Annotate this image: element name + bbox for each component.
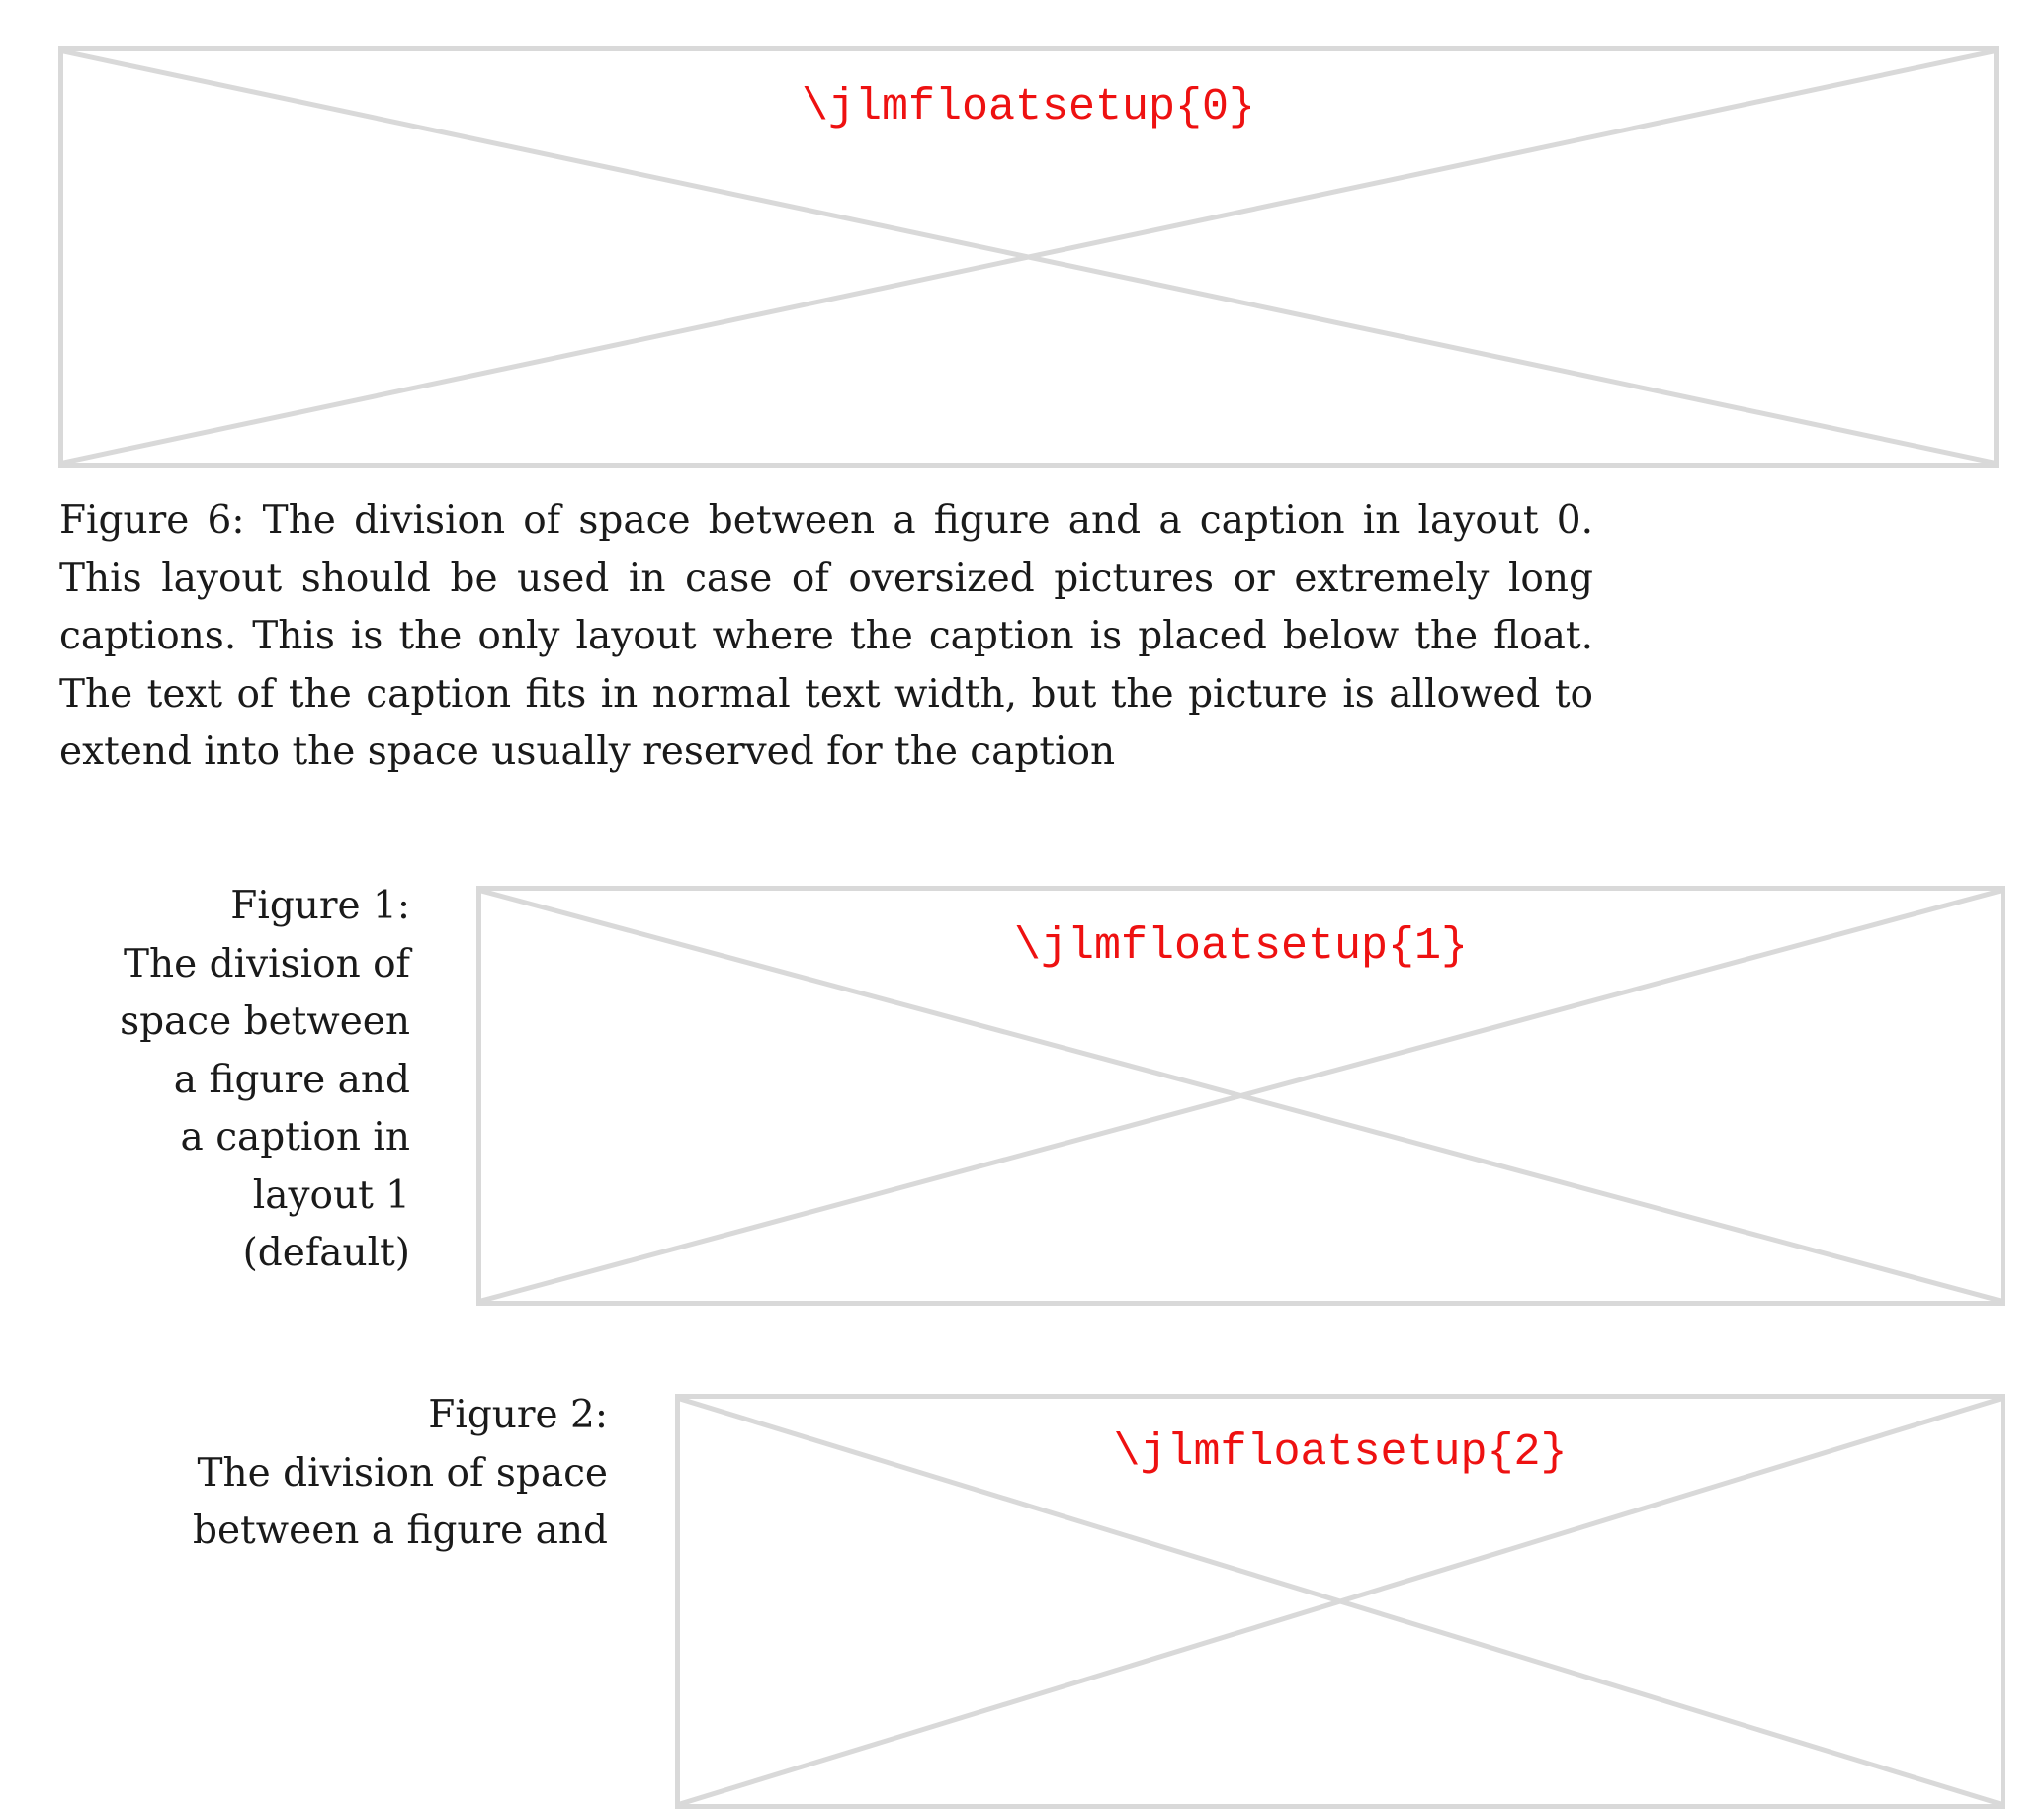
figure-2-placeholder: \jlmfloatsetup{2} [675, 1394, 2005, 1809]
figure-2-caption-line: between a figure and [193, 1508, 608, 1553]
figure-0-label: \jlmfloatsetup{0} [801, 82, 1256, 132]
figure-1-caption-line: layout 1 [252, 1172, 410, 1218]
figure-2-caption-line: The division of space [197, 1450, 609, 1496]
figure-0-placeholder: \jlmfloatsetup{0} [58, 46, 1999, 468]
figure-1-placeholder: \jlmfloatsetup{1} [476, 886, 2005, 1306]
figure-0-caption: Figure 6: The division of space between … [59, 498, 1593, 774]
figure-1-caption-line: a figure and [173, 1057, 410, 1102]
placeholder-cross-icon [481, 891, 2001, 1301]
figure-1-caption-line: space between [120, 999, 410, 1044]
figure-1-label: \jlmfloatsetup{1} [1013, 921, 1469, 972]
figure-1-caption-line: a caption in [180, 1115, 410, 1160]
figure-2-label: \jlmfloatsetup{2} [1113, 1427, 1568, 1478]
figure-1-caption-line: Figure 1: [230, 884, 410, 928]
figure-2-caption-line: Figure 2: [428, 1393, 608, 1437]
figure-2-caption: Figure 2: The division of space between … [59, 1387, 608, 1561]
figure-1-caption-line: The division of [124, 941, 410, 987]
figure-1-caption: Figure 1: The division of space between … [59, 878, 410, 1283]
figure-1-caption-line: (default) [242, 1231, 410, 1275]
placeholder-cross-icon [63, 51, 1994, 463]
